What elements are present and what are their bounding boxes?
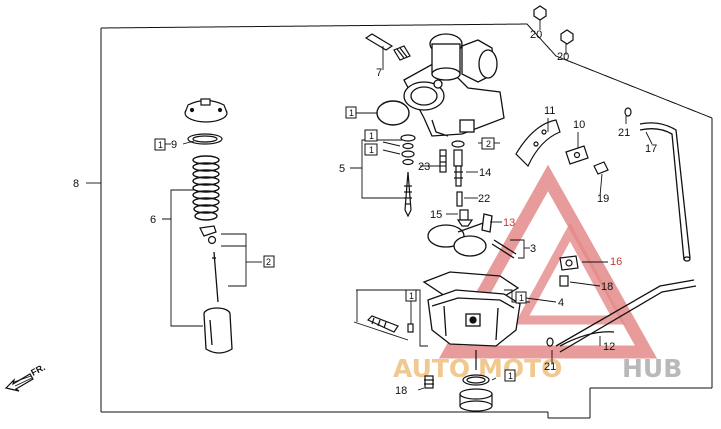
float-chamber	[427, 289, 521, 347]
box-ref-1-b-num: 1	[349, 108, 354, 118]
front-direction-label: FR.	[29, 362, 46, 378]
box-ref-1-a-num: 1	[158, 140, 163, 150]
throttle-valve	[203, 307, 233, 354]
needle-clip	[199, 225, 217, 245]
box-ref-2-b	[481, 137, 495, 150]
callout-16: 16	[610, 256, 622, 268]
throttle-stop-screw	[364, 33, 411, 61]
box-ref-1-d	[364, 143, 378, 156]
box-ref-1-f-num: 1	[519, 293, 524, 303]
box-ref-1-c-num: 1	[369, 131, 374, 141]
box-ref-1-f	[515, 291, 527, 304]
box-ref-1-g-num: 1	[508, 371, 513, 381]
callout-18-right: 18	[601, 281, 613, 293]
box-ref-1-g	[504, 369, 516, 382]
hose-clamp	[565, 145, 589, 165]
front-arrow-icon	[4, 373, 34, 392]
watermark-text-moto: MOTO	[478, 354, 562, 383]
box-ref-1-e-num: 1	[409, 291, 414, 301]
box-ref-1-c	[364, 129, 378, 142]
callout-9: 9	[171, 139, 177, 151]
jet-needle	[212, 251, 219, 303]
boxed-references	[154, 106, 527, 382]
overflow-tube-12	[555, 279, 697, 353]
callout-6: 6	[150, 214, 156, 226]
assembly-frame	[100, 23, 713, 419]
top-screws	[533, 5, 574, 45]
callout-10: 10	[573, 119, 585, 131]
callout-labels: 8 9 6 7 5 23 14 22 15 13 3 4 11 10 21 17…	[73, 29, 657, 397]
callout-23: 23	[418, 161, 430, 173]
box-ref-1-b	[345, 106, 357, 119]
callout-21-bottom: 21	[544, 361, 556, 373]
watermark-text-hub: HUB	[622, 354, 682, 383]
callout-14: 14	[479, 167, 491, 179]
watermark-logo: AUTO MOTO HUB	[393, 164, 682, 383]
cap-washer	[187, 133, 223, 145]
callout-20-top: 20	[530, 29, 542, 41]
float-pin	[491, 239, 517, 259]
callout-3: 3	[530, 243, 536, 255]
hose-bracket	[515, 119, 561, 168]
front-direction-indicator: FR.	[4, 362, 47, 392]
pilot-jet	[439, 149, 447, 173]
bracket-screw	[593, 161, 609, 175]
float-valve	[456, 209, 474, 227]
callout-19: 19	[597, 193, 609, 205]
callout-8: 8	[73, 178, 79, 190]
box-ref-2-b-num: 2	[486, 139, 491, 149]
callout-17: 17	[645, 143, 657, 155]
o-ring-top	[376, 100, 410, 126]
callout-5: 5	[339, 163, 345, 175]
callout-18-bottom: 18	[395, 385, 407, 397]
callout-20-second: 20	[557, 51, 569, 63]
hose-clip-21	[546, 107, 632, 347]
vent-tube-17	[639, 122, 691, 262]
callout-13: 13	[503, 217, 515, 229]
fitting-16	[559, 255, 579, 287]
chamber-bottom-parts	[424, 350, 493, 412]
callout-4: 4	[558, 297, 564, 309]
boxed-reference-numbers: 1 2 1 1 1 2 1 1 1	[158, 108, 524, 381]
left-leader-lines	[86, 140, 262, 327]
carburetor-body	[403, 33, 505, 137]
air-screw-set	[400, 134, 416, 218]
callout-22: 22	[478, 193, 490, 205]
slide-top-cap	[184, 98, 228, 123]
callout-15: 15	[430, 209, 442, 221]
needle-jet-group	[451, 140, 465, 207]
box-ref-1-a	[154, 138, 166, 151]
box-ref-1-d-num: 1	[369, 145, 374, 155]
box-ref-2-a-num: 2	[266, 257, 271, 267]
callout-11: 11	[544, 105, 555, 117]
box-leader-lines	[165, 112, 557, 324]
callout-21-top: 21	[618, 127, 630, 139]
float	[427, 213, 493, 257]
callout-7: 7	[376, 67, 382, 79]
center-leader-lines	[350, 20, 653, 391]
drain-screw	[366, 315, 414, 333]
callout-12: 12	[603, 341, 615, 353]
throttle-spring	[192, 155, 220, 221]
box-ref-2-a	[263, 255, 275, 268]
